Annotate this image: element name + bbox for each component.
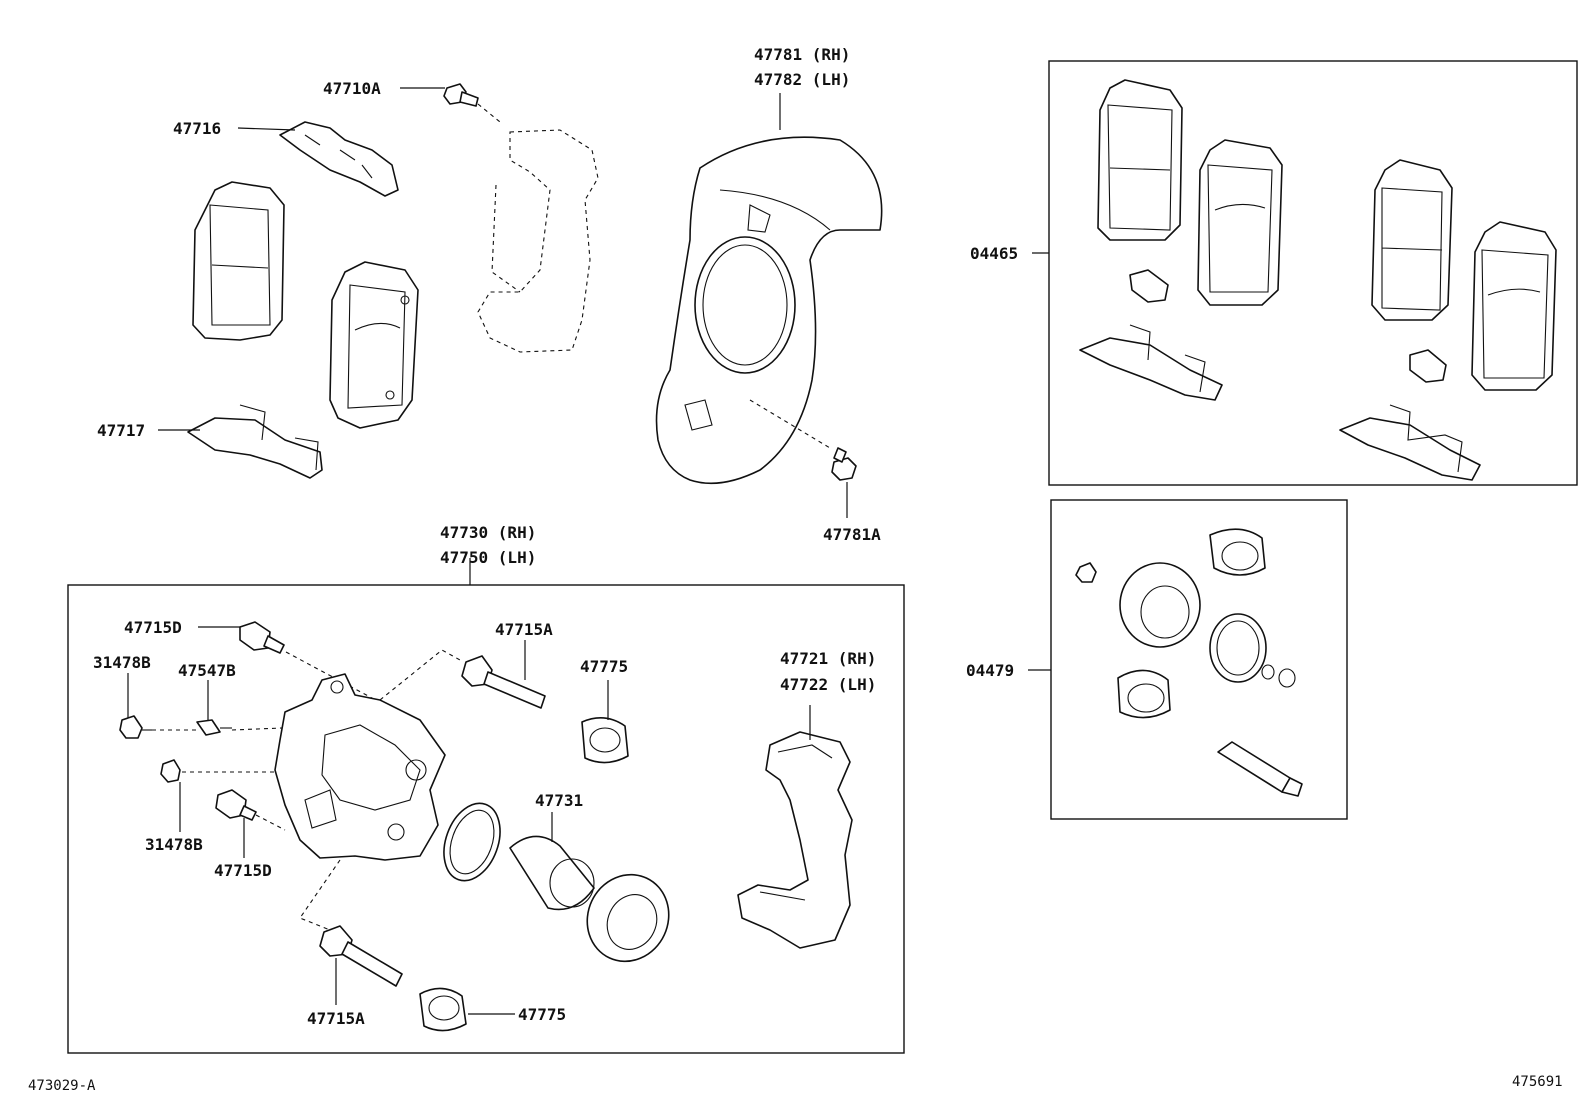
footer-right-code: 475691 <box>1512 1074 1563 1090</box>
torque-plate-outline <box>477 129 599 353</box>
cylinder-boot <box>586 873 670 963</box>
pin-boot-47775-top <box>581 717 629 764</box>
slide-pin-guide-bottom <box>299 859 341 931</box>
seal-kit-o-rings <box>1261 664 1296 688</box>
anti-squeal-shim-upper <box>279 121 399 197</box>
brake-pad-inner <box>329 261 419 429</box>
seal-kit-bleeder-cap <box>1075 562 1097 583</box>
cap-31478B-top <box>119 715 152 739</box>
seal-kit-pin-boot-1 <box>1209 528 1266 576</box>
kit-wear-sensor-2 <box>1409 349 1447 383</box>
caliper-assembly-box <box>67 584 905 1054</box>
kit-shim-1 <box>1079 324 1223 401</box>
callout-31478B-top: 31478B <box>93 653 151 672</box>
leader-47716 <box>237 127 296 131</box>
bleeder-plug-47715D-top <box>239 621 285 654</box>
plug-guide <box>152 727 283 731</box>
footer-left-code: 473029-A <box>28 1078 96 1094</box>
dust-cover-bolt-47781A <box>831 447 857 481</box>
callout-47710A: 47710A <box>323 79 381 98</box>
callout-47721-rh: 47721 (RH) <box>780 649 876 668</box>
slide-pin-guide-top <box>379 649 461 701</box>
callout-47750-lh: 47750 (LH) <box>440 548 536 567</box>
piston-47731 <box>509 835 595 911</box>
slide-pin-47715A-bottom <box>319 925 403 987</box>
seal-kit-cylinder-boot <box>1119 562 1201 648</box>
bleeder-guide-bottom <box>255 814 286 831</box>
plug-47547B <box>196 719 232 736</box>
seal-kit-grease-tube <box>1217 741 1303 797</box>
seal-kit-piston-seal <box>1209 613 1267 683</box>
kit-pad-2 <box>1197 139 1283 306</box>
callout-31478B-bottom: 31478B <box>145 835 203 854</box>
callout-47781A: 47781A <box>823 525 881 544</box>
piston-seal-ring <box>443 802 501 882</box>
kit-pad-3 <box>1371 159 1453 321</box>
pin-boot-47775-bottom <box>419 987 467 1032</box>
pad-kit-box <box>1048 60 1578 486</box>
disc-brake-dust-cover <box>655 136 883 485</box>
callout-47782-lh: 47782 (LH) <box>754 70 850 89</box>
callout-47715A-bottom: 47715A <box>307 1009 365 1028</box>
callout-47547B: 47547B <box>178 661 236 680</box>
caliper-cylinder-body <box>274 673 446 861</box>
bleeder-plug-47715D-bottom <box>215 789 257 821</box>
callout-04479: 04479 <box>966 661 1014 680</box>
callout-47731: 47731 <box>535 791 583 810</box>
callout-47722-lh: 47722 (LH) <box>780 675 876 694</box>
kit-pad-4 <box>1471 221 1557 391</box>
brake-pad-outer <box>192 181 285 341</box>
callout-47781-rh: 47781 (RH) <box>754 45 850 64</box>
anti-squeal-shim-lower <box>187 404 323 479</box>
bolt-guide-line <box>477 103 501 123</box>
callout-47775-bottom: 47775 <box>518 1005 566 1024</box>
kit-pad-1 <box>1097 79 1183 241</box>
mounting-bolt-47710A <box>443 83 479 107</box>
callout-04465: 04465 <box>970 244 1018 263</box>
callout-47715D-bottom: 47715D <box>214 861 272 880</box>
mounting-bracket-47721 <box>737 731 853 949</box>
seal-kit-box <box>1050 499 1348 820</box>
callout-47730-rh: 47730 (RH) <box>440 523 536 542</box>
callout-47775-top: 47775 <box>580 657 628 676</box>
callout-47715D-top: 47715D <box>124 618 182 637</box>
callout-47716: 47716 <box>173 119 221 138</box>
slide-pin-47715A-top <box>461 655 546 709</box>
callout-47717: 47717 <box>97 421 145 440</box>
callout-47715A-top: 47715A <box>495 620 553 639</box>
kit-shim-2 <box>1339 404 1481 481</box>
cap-31478B-bottom <box>160 759 181 783</box>
seal-kit-pin-boot-2 <box>1117 669 1171 719</box>
kit-wear-sensor-1 <box>1129 269 1169 303</box>
